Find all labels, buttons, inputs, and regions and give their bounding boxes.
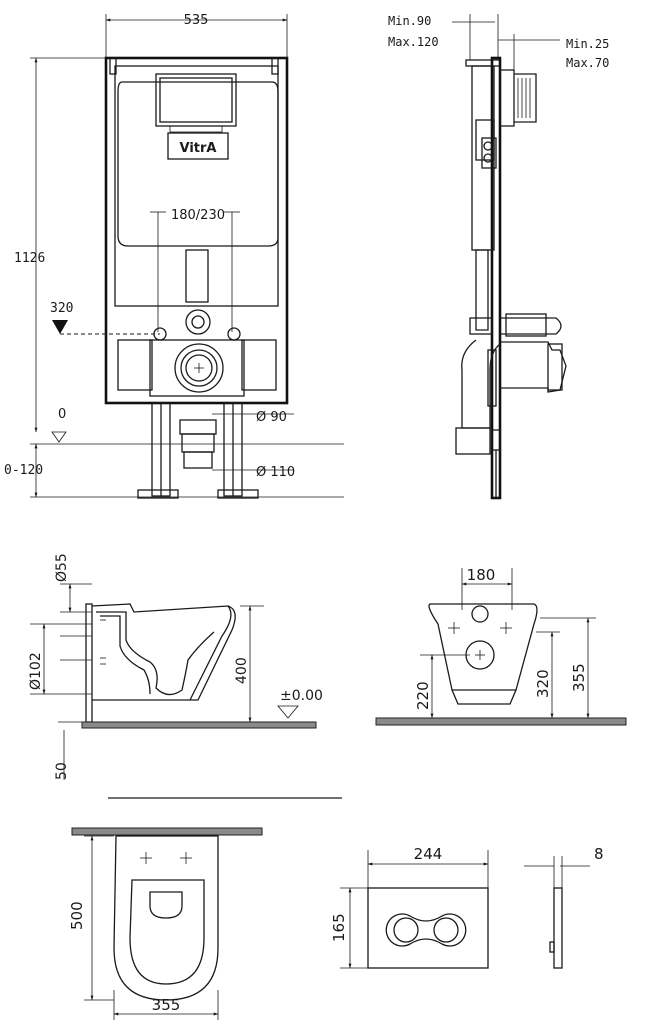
brand-logo: VitrA [180,141,217,156]
plate-width-label: 244 [414,845,443,863]
frame-height-label: 1126 [14,251,45,266]
plate-thickness-label: 8 [594,845,604,863]
outlet-dia-label: Ø102 [28,652,44,690]
frame-width-label: 535 [184,13,209,28]
plate-height-label: 165 [330,913,348,942]
button-max-label: Max.70 [566,56,609,70]
depth-min-label: Min.90 [388,14,431,28]
level-label: ±0.00 [280,688,323,704]
bowl-length-label: 500 [68,901,86,930]
inlet-dia-label: Ø55 [54,553,70,582]
bowl-front-view: 180 220 320 355 [375,566,627,726]
height-320-label: 320 [534,669,552,698]
bowl-width-label: 355 [152,996,181,1014]
bowl-top-view: 500 355 [68,827,263,1020]
waste-dia-110-label: Ø 110 [256,465,295,480]
height-355-label: 355 [570,663,588,692]
frame-front-view: 535 1126 VitrA 180/230 320 [4,13,344,499]
button-min-label: Min.25 [566,37,609,51]
bowl-height-label: 400 [234,657,250,684]
bowl-side-view: Ø55 Ø102 400 ±0.00 50 [28,553,323,780]
floor-range-label: 0-120 [4,463,43,478]
floor-offset-label: 50 [54,762,70,780]
axis-height-label: 320 [50,301,73,316]
flush-hole-width-label: 180/230 [171,208,225,223]
flush-plate-view: 244 165 8 [330,845,604,969]
bolt-spacing-label: 180 [467,566,496,584]
depth-max-label: Max.120 [388,35,439,49]
waste-dia-90-label: Ø 90 [256,410,287,425]
frame-side-view: Min.90 Max.120 Min.25 Max.70 [388,14,609,500]
height-220-label: 220 [414,681,432,710]
floor-level-label: 0 [58,407,66,422]
